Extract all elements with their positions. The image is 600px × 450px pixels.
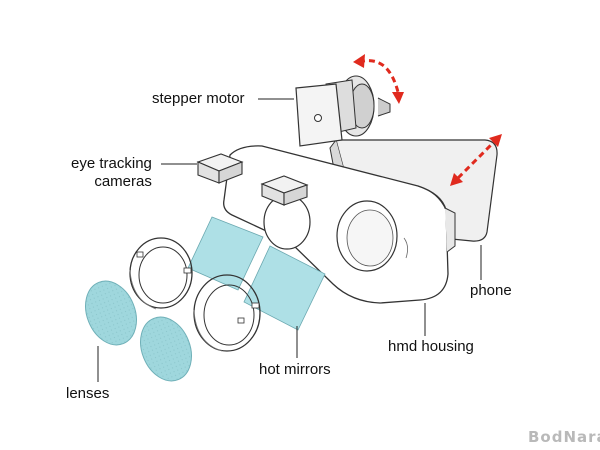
leader-lines (97, 98, 482, 382)
eye-tracking-camera-left (196, 153, 244, 184)
hot-mirror-left (187, 216, 264, 291)
label-lenses: lenses (66, 385, 110, 402)
eye-tracking-camera-right (260, 175, 309, 206)
label-hmd-housing: hmd housing (388, 338, 474, 355)
label-eye-tracking-cameras: eye tracking cameras (71, 155, 152, 191)
label-stepper-motor: stepper motor (152, 90, 245, 107)
phone-slide-arrow (450, 134, 502, 186)
stepper-motor (295, 75, 391, 147)
label-eye-tracking-line2: cameras (94, 173, 152, 190)
watermark-logo: BodNara (528, 428, 600, 446)
label-eye-tracking-line1: eye tracking (71, 155, 152, 172)
motor-rotation-arrow (353, 54, 404, 104)
label-hot-mirrors: hot mirrors (259, 361, 331, 378)
lens-left (85, 280, 137, 346)
hot-mirror-right (243, 245, 326, 331)
label-phone: phone (470, 282, 512, 299)
lens-right (140, 316, 192, 382)
lens-ring-right (193, 274, 261, 352)
lens-ring-left (129, 237, 193, 310)
